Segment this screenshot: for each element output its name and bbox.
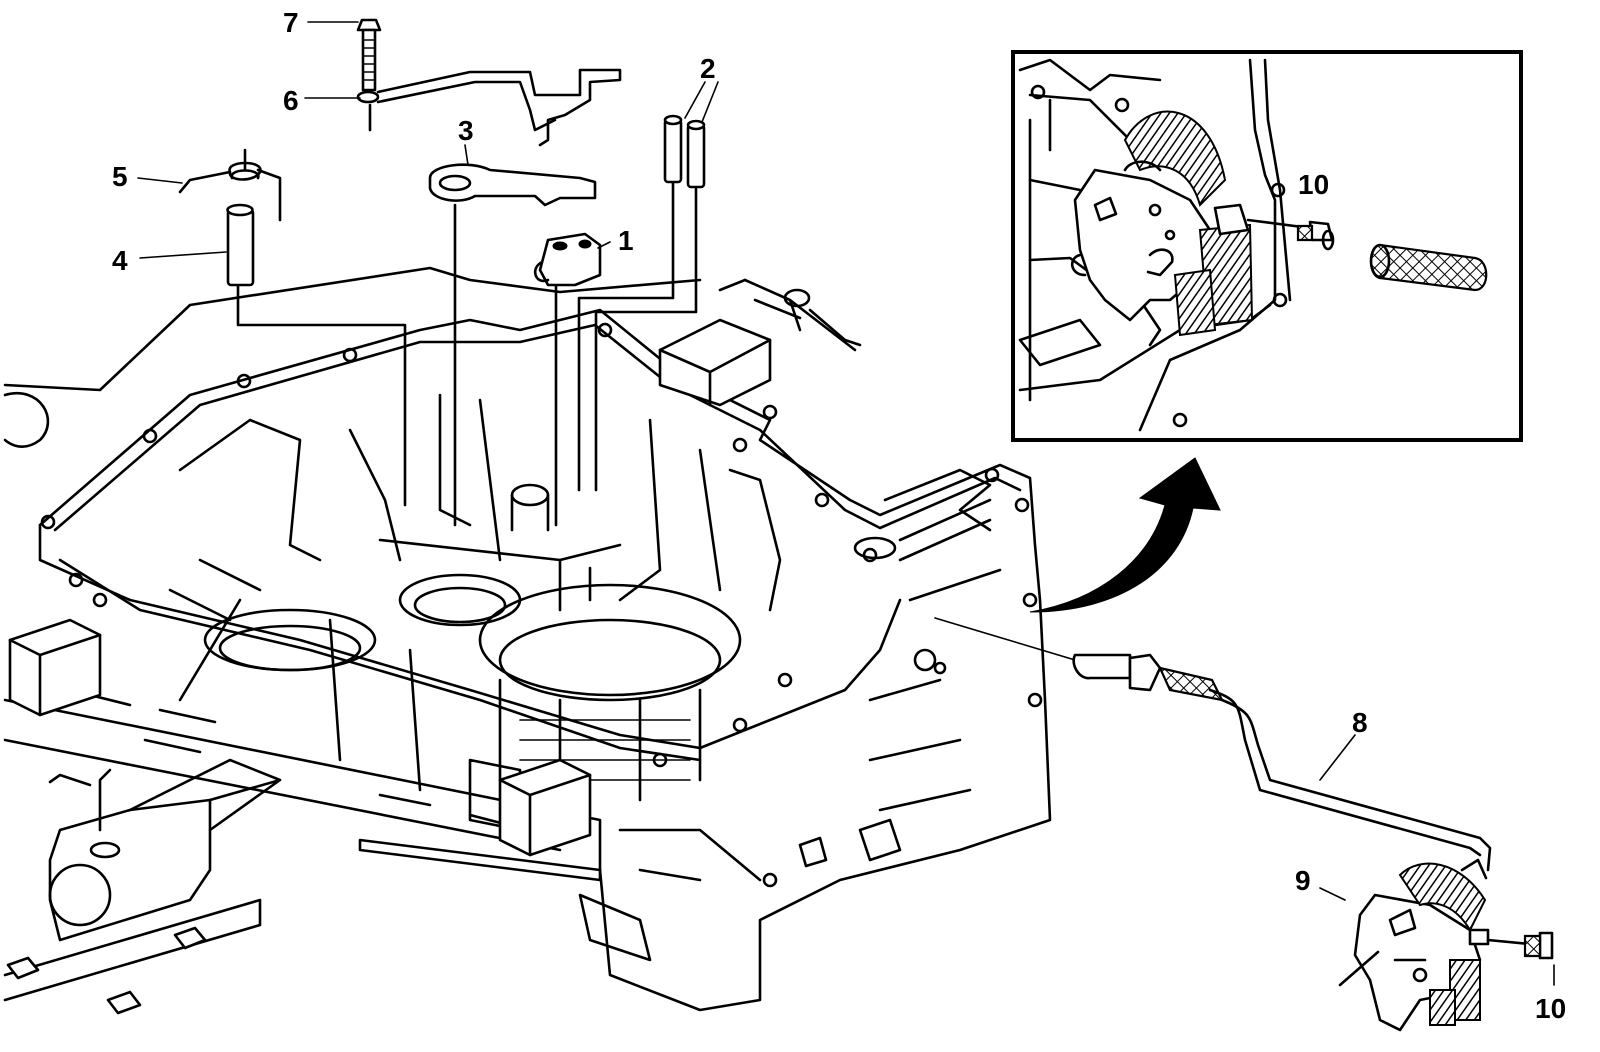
fixture-block-front (498, 758, 592, 857)
inset-range-switch (1071, 110, 1335, 337)
part-8-manual-shaft (934, 617, 1492, 872)
inset-mesh-sleeve (1369, 243, 1488, 292)
bench-rail-slots (68, 688, 522, 830)
part-2-pins (663, 114, 706, 189)
part-6-detent-spring (356, 68, 622, 147)
callout-5: 5 (112, 161, 128, 192)
fixture-pedestal (3, 758, 282, 1015)
case-outer-flange (38, 308, 1052, 1012)
case-internal-ribs (168, 393, 1002, 962)
callout-10-lower: 10 (1535, 993, 1566, 1024)
part-5-spring (178, 148, 282, 222)
bench-rail-lower (3, 738, 562, 852)
callout-7: 7 (283, 7, 299, 38)
assembly-leader-lines (236, 103, 698, 527)
callout-6: 6 (283, 85, 299, 116)
case-front-flange-lower (58, 558, 702, 762)
detail-inset (1011, 50, 1523, 442)
detail-arrow (1029, 457, 1221, 613)
part-9-range-switch (1338, 858, 1554, 1032)
callout-1: 1 (618, 225, 634, 256)
callout-leaders (137, 21, 1555, 986)
part-7-bolt (356, 18, 382, 92)
bench-rail-front (3, 698, 602, 872)
callout-8: 8 (1352, 707, 1368, 738)
fixture-block-left (8, 618, 102, 717)
callout-9: 9 (1295, 865, 1311, 896)
part-1-bushing (533, 232, 602, 287)
callout-4: 4 (112, 245, 128, 276)
part-3-detent-lever (428, 163, 597, 207)
callout-10-inset: 10 (1298, 169, 1329, 200)
case-bores (203, 483, 897, 802)
case-flange-inner-edge (53, 323, 1022, 532)
bench-plate-hole (3, 392, 50, 448)
callout-3: 3 (458, 115, 474, 146)
part-4-pin (226, 203, 255, 287)
callout-labels: 7 6 5 4 3 1 2 10 8 9 10 (112, 7, 1566, 1024)
case-front-flange (38, 523, 902, 750)
transmission-case (3, 266, 1052, 1015)
fixture-block-rear (658, 278, 862, 407)
bench-plate-top-edge (3, 266, 702, 392)
callout-2: 2 (700, 53, 716, 84)
